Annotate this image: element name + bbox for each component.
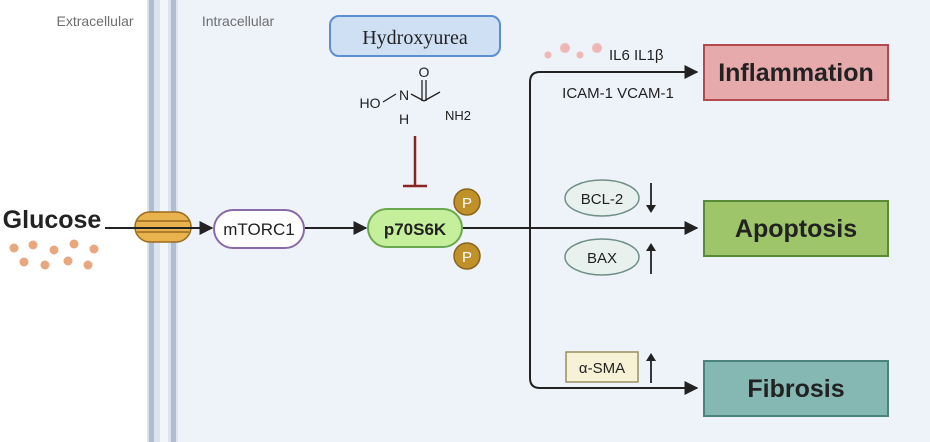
arrow-up-icon [646,353,656,383]
asma-label: α-SMA [579,360,625,377]
bcl2-label: BCL-2 [581,191,624,208]
arrow-to-inflammation [529,65,699,228]
arrow-to-fibrosis [529,228,699,395]
inflammation-markers-line2: ICAM-1 VCAM-1 [562,85,674,102]
fibrosis-box: Fibrosis [703,360,889,417]
asma-marker: α-SMA [565,351,639,383]
glucose-label: Glucose [3,206,102,234]
inhibition-arrow [403,136,427,188]
atom-nh2: NH2 [445,108,471,123]
p70s6k-node: p70S6K [367,208,463,248]
apoptosis-box: Apoptosis [703,200,889,257]
atom-o: O [419,64,430,80]
extracellular-region [0,0,147,442]
glucose-dots [9,239,99,270]
bax-label: BAX [587,250,617,267]
hydroxyurea-label: Hydroxyurea [362,27,468,49]
mtorc1-label: mTORC1 [223,220,294,239]
p70s6k-label: p70S6K [384,220,447,239]
extracellular-label: Extracellular [56,13,133,29]
structure-bonds [382,80,441,103]
atom-n: N [399,87,409,103]
inflammation-markers-line1: IL6 IL1β [609,47,664,64]
arrow-up-icon [646,243,656,274]
inflammation-box: Inflammation [703,44,889,101]
atom-h: H [399,111,409,127]
bcl2-marker: BCL-2 [564,179,640,217]
fibrosis-label: Fibrosis [747,375,844,403]
inflammation-label: Inflammation [718,59,874,87]
phospho-bottom-label: P [462,249,472,266]
apoptosis-label: Apoptosis [735,215,857,243]
atom-ho: HO [360,95,381,111]
bax-marker: BAX [564,238,640,276]
cytokine-dots [544,43,602,59]
mtorc1-node: mTORC1 [213,209,305,249]
phospho-bottom-icon: P [453,242,481,270]
hydroxyurea-box: Hydroxyurea [329,15,501,57]
intracellular-label: Intracellular [202,13,275,29]
phospho-top-icon: P [453,188,481,216]
hydroxyurea-structure: HO N H O NH2 [360,64,472,127]
arrow-down-icon [646,183,656,213]
phospho-top-label: P [462,195,472,212]
